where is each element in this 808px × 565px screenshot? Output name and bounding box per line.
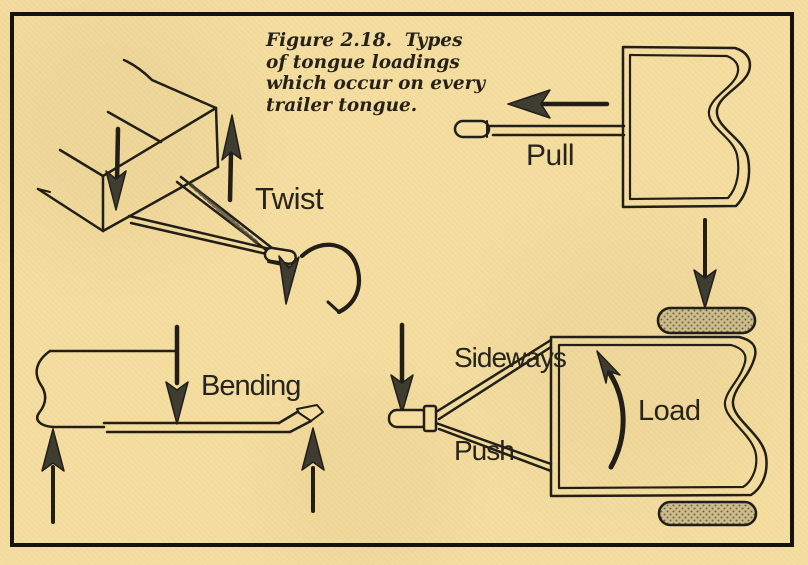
caption-line: Figure 2.18. Types [266, 30, 463, 51]
trailer-frame-3d [36, 58, 220, 233]
sideways-push-label-line1: Sideways [454, 342, 567, 373]
sideways-push-diagram [387, 218, 768, 527]
tongue-a-frame [434, 338, 553, 473]
twist-down-arrow-icon [105, 126, 127, 211]
pull-diagram [453, 45, 752, 209]
twist-up-arrow-icon [221, 114, 242, 203]
pull-arrow-icon [507, 89, 610, 119]
figure-caption: Figure 2.18. Types of tongue loadings wh… [266, 30, 486, 116]
twist-diagram [36, 58, 362, 315]
sideways-push-label: Sideways Push [454, 280, 567, 528]
caption-line: trailer tongue. [266, 94, 418, 116]
trailer-body [35, 349, 178, 429]
sideways-push-label-line2: Push [454, 435, 515, 466]
tongue-bar [102, 404, 324, 434]
caption-line: which occur on every [266, 73, 486, 94]
trailer-body [621, 45, 752, 209]
bending-up-arrow-right-icon [301, 427, 325, 513]
twist-rotation-arrow-icon [278, 242, 362, 315]
left-tire [656, 306, 757, 335]
bending-down-arrow-icon [165, 324, 189, 425]
bending-up-arrow-left-icon [41, 428, 65, 524]
caption-line: of tongue loadings [266, 51, 460, 73]
coupler [387, 404, 438, 433]
bending-diagram [35, 324, 325, 524]
figure-border [10, 12, 794, 547]
sideways-down-arrow-icon [390, 322, 414, 414]
coupler [453, 119, 491, 139]
wheel-down-arrow-icon [693, 218, 717, 309]
right-tire [657, 500, 758, 527]
load-rotation-arrow-icon [596, 350, 626, 470]
pull-label: Pull [526, 139, 575, 172]
trailer-body [549, 335, 768, 498]
load-label: Load [638, 395, 701, 427]
bending-label: Bending [201, 370, 301, 402]
tongue-bar [488, 124, 626, 137]
twist-label: Twist [255, 181, 324, 216]
tongue-a-frame [127, 175, 274, 257]
